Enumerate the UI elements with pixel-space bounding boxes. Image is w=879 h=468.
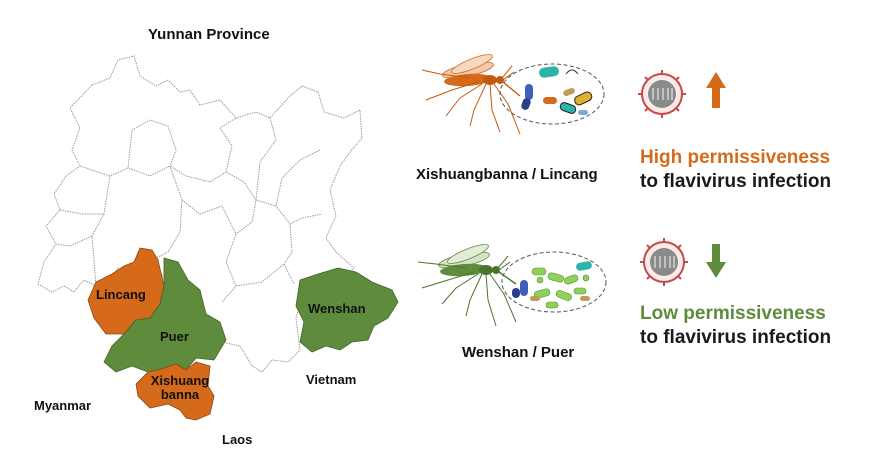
microbiota-icon-high [499, 63, 605, 125]
region-wenshan [295, 267, 399, 353]
yunnan-map [37, 55, 399, 421]
arrow-up-icon [706, 72, 726, 108]
high-permissiveness-text: High permissiveness to flavivirus infect… [640, 146, 831, 194]
label-xishuangbanna-line2: banna [160, 387, 200, 402]
virus-icon-low [640, 238, 688, 286]
province-outline [37, 55, 363, 373]
high-permissiveness-line1: High permissiveness [640, 147, 831, 168]
label-wenshan: Wenshan [308, 301, 366, 316]
label-vietnam: Vietnam [306, 372, 357, 387]
arrow-down-icon [706, 244, 726, 278]
map-title: Yunnan Province [148, 26, 270, 43]
label-lincang: Lincang [96, 287, 146, 302]
low-permissiveness-text: Low permissiveness to flavivirus infecti… [640, 302, 831, 350]
label-xishuangbanna-line1: Xishuang [150, 373, 210, 388]
caption-xishuangbanna-lincang: Xishuangbanna / Lincang [416, 166, 598, 183]
low-permissiveness-line1: Low permissiveness [640, 303, 826, 324]
label-myanmar: Myanmar [34, 398, 92, 413]
prefecture-borders [55, 117, 323, 303]
region-lincang [87, 247, 165, 335]
high-permissiveness-line2: to flavivirus infection [640, 171, 832, 192]
label-xishuangbanna: Xishuang banna [148, 374, 212, 402]
mosquito-icon-low [417, 244, 517, 327]
virus-icon-high [638, 70, 686, 118]
label-laos: Laos [222, 432, 253, 447]
low-permissiveness-line2: to flavivirus infection [640, 327, 832, 348]
caption-wenshan-puer: Wenshan / Puer [462, 344, 575, 361]
region-xishuangbanna [135, 361, 215, 421]
microbiota-icon-low [501, 251, 607, 313]
mosquito-icon-high [421, 54, 521, 135]
label-puer: Puer [160, 329, 189, 344]
